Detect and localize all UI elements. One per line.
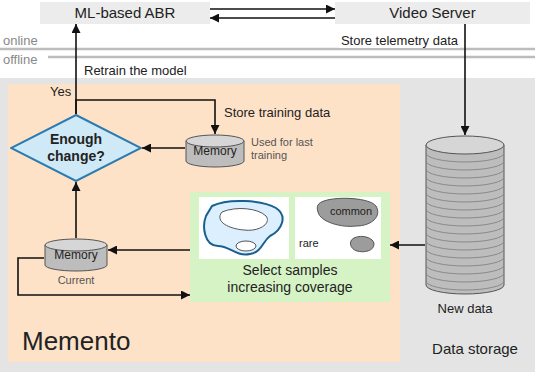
coverage-panel	[199, 197, 289, 259]
cylinder-body	[186, 141, 244, 167]
diamond-shape	[11, 115, 141, 181]
cylinder-body	[426, 145, 504, 294]
disk-ring	[426, 185, 504, 194]
distribution-panel: common rare	[295, 197, 381, 259]
memory-cylinder: Memory Used for last training	[185, 134, 335, 178]
flow-arrow	[390, 244, 425, 246]
disk-ring	[426, 233, 504, 242]
rare-blob	[350, 236, 374, 251]
text-holder: New data	[425, 301, 505, 317]
memory-cylinder: MemoryCurrent	[44, 238, 108, 290]
disk-ring	[426, 161, 504, 170]
text-holder: Used for last training	[251, 136, 335, 162]
data-stack: New data	[425, 135, 505, 320]
box-title: ML-based ABR	[40, 4, 210, 22]
disk-ring	[426, 257, 504, 266]
cylinder-outline	[185, 134, 245, 168]
text-holder: Enough change?	[36, 131, 116, 165]
disk-ring	[426, 217, 504, 226]
flow-arrow	[108, 249, 190, 251]
client-box: ML-based ABR	[40, 2, 210, 24]
text-holder: rare	[299, 237, 331, 250]
label-holder: Retrain the model	[82, 61, 222, 79]
text-holder: Memory	[44, 248, 108, 262]
text-holder: common	[325, 205, 377, 218]
flow-arrow	[464, 24, 466, 135]
panel-title: Memento	[22, 326, 182, 356]
box-title: Video Server	[335, 4, 530, 22]
zone-label: offline	[3, 52, 37, 67]
disk-ring	[426, 193, 504, 202]
flow-arrow	[75, 182, 77, 238]
text-holder: Memento	[22, 326, 182, 356]
disk-ring	[426, 225, 504, 234]
disk-ring	[426, 177, 504, 186]
flow-arrow	[18, 258, 190, 295]
label-holder: Store training data	[222, 103, 362, 121]
sample-region	[220, 209, 268, 231]
cylinder-outline	[44, 238, 108, 272]
decision-text: Enough change?	[36, 131, 116, 165]
flow-arrow	[76, 100, 215, 134]
diamond-outline	[10, 114, 142, 182]
branch-label: Yes	[50, 84, 71, 99]
label-holder: Yes	[50, 84, 71, 99]
cylinder-body	[45, 245, 107, 271]
disk-ring	[426, 249, 504, 258]
sample-region	[236, 241, 256, 251]
edge-label: Store telemetry data	[339, 33, 460, 48]
text-holder: Select samples increasing coverage	[210, 262, 370, 296]
edge-label: Retrain the model	[82, 63, 189, 78]
flow-arrow	[210, 17, 335, 19]
text-holder: Current	[44, 274, 108, 287]
flow-arrow	[210, 8, 335, 10]
cylinder-top	[426, 136, 504, 154]
cluster-label: rare	[299, 237, 331, 250]
server-box: Video Server	[335, 2, 530, 24]
label-holder: offline	[3, 52, 37, 67]
cylinder-label: Memory	[185, 144, 245, 158]
text-holder: Video Server	[335, 4, 530, 22]
storage-label: New data	[425, 301, 505, 317]
edge-label: Store training data	[222, 105, 332, 120]
decision-diamond: Enough change?	[10, 114, 142, 182]
selection-box: Select samples increasing coveragecommon…	[190, 192, 390, 302]
disk-ring	[426, 265, 504, 274]
flow-arrow	[75, 24, 77, 114]
storage-region: Data storage Memento Enough change? Memory U…	[0, 78, 535, 372]
offline-separator	[48, 56, 535, 59]
zone-label: online	[3, 33, 38, 48]
disk-ring	[426, 153, 504, 162]
cluster-label: common	[325, 205, 377, 218]
disk-ring	[426, 281, 504, 290]
memento-panel: Memento Enough change? Memory Used for last…	[8, 84, 400, 362]
coverage-blob	[204, 201, 282, 255]
online-separator	[0, 48, 535, 51]
disk-ring	[426, 241, 504, 250]
region-title: Data storage	[420, 340, 530, 358]
cylinder-label: Memory	[44, 248, 108, 262]
disk-ring	[426, 201, 504, 210]
label-holder: online	[3, 33, 38, 48]
flow-arrow	[142, 147, 185, 149]
cylinder-top	[186, 135, 244, 147]
process-text: Select samples increasing coverage	[210, 262, 370, 296]
disk-ring	[426, 273, 504, 282]
common-blob	[317, 198, 378, 226]
cylinder-note: Current	[44, 274, 108, 287]
text-holder: ML-based ABR	[40, 4, 210, 22]
label-holder: Store telemetry data	[316, 31, 460, 49]
disk-ring	[426, 209, 504, 218]
text-holder: Data storage	[420, 340, 530, 358]
text-holder: Memory	[185, 144, 245, 158]
cylinder-top	[45, 239, 107, 251]
cylinder-note: Used for last training	[251, 136, 335, 162]
disk-ring	[426, 169, 504, 178]
cylinder-outline	[425, 135, 505, 295]
